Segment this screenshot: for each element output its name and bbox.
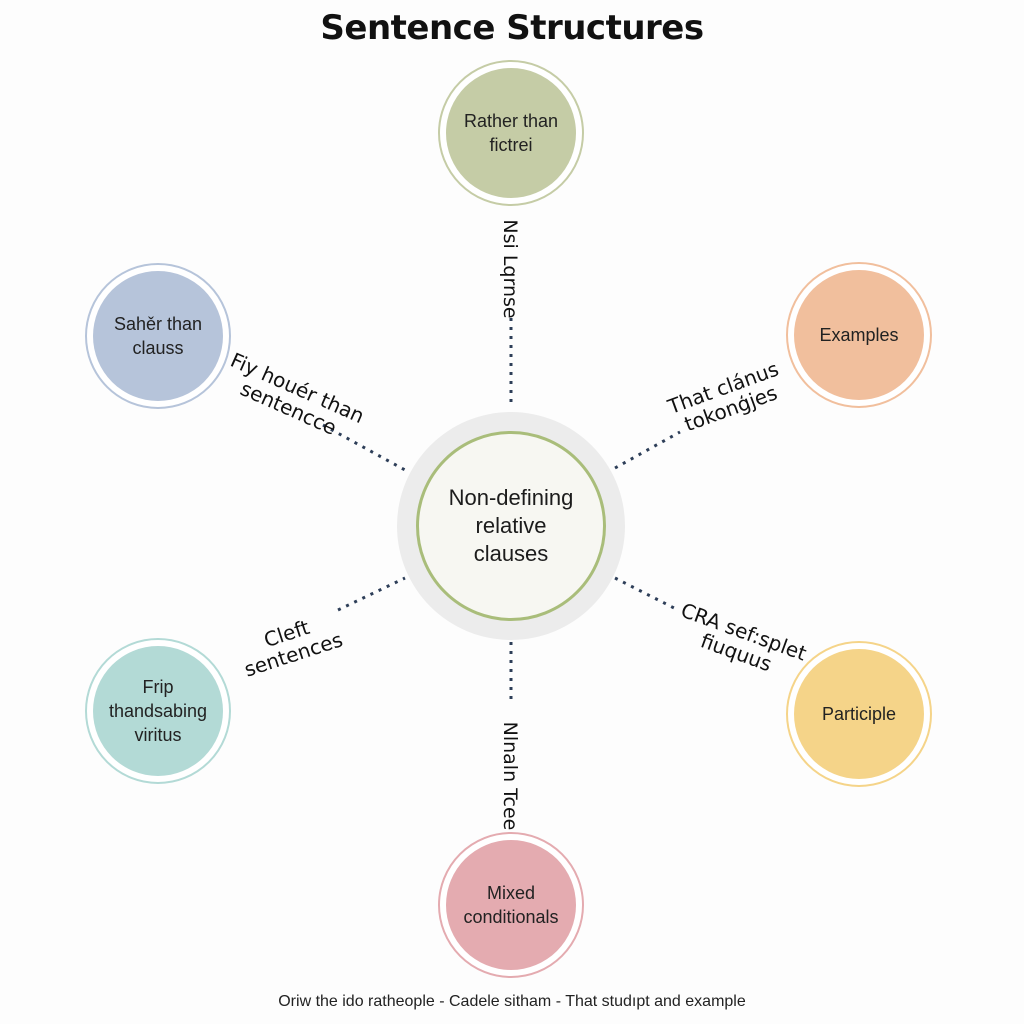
footer-caption: Oriw the ido ratheople - Cadele sitham -… [278, 993, 746, 1010]
node-lower-left-label: Frip thandsabing viritus [108, 677, 208, 745]
node-bottom-label: Mixed conditionals [463, 883, 559, 927]
node-upper-left[interactable]: Sahěr than clauss [85, 263, 231, 409]
node-upper-right-circle: Examples [794, 270, 924, 400]
node-lower-right-label: Participle [821, 704, 897, 724]
center-node[interactable]: Non-defining relative clauses [416, 431, 606, 621]
connector-line-lower-right [614, 576, 679, 612]
node-bottom-circle: Mixed conditionals [446, 840, 576, 970]
diagram-title: Sentence Structures [320, 8, 704, 48]
node-upper-left-label: Sahěr than clauss [113, 314, 203, 358]
node-bottom[interactable]: Mixed conditionals [438, 832, 584, 978]
node-upper-right-label: Examples [819, 325, 899, 345]
connector-line-upper-right [614, 430, 681, 470]
node-top[interactable]: Rather than fictrei [438, 60, 584, 206]
node-lower-left[interactable]: Frip thandsabing viritus [85, 638, 231, 784]
connector-label-bottom: Nlnaln Tcee [499, 721, 521, 831]
connector-line-lower-left [337, 576, 406, 612]
node-lower-right-circle: Participle [794, 649, 924, 779]
connector-label-top: Nsi Lqrnse [499, 219, 521, 319]
center-node-label: Non-defining relative clauses [448, 485, 574, 566]
node-lower-left-circle: Frip thandsabing viritus [93, 646, 223, 776]
node-lower-right[interactable]: Participle [786, 641, 932, 787]
node-top-label: Rather than fictrei [463, 111, 559, 155]
node-top-circle: Rather than fictrei [446, 68, 576, 198]
node-upper-left-circle: Sahěr than clauss [93, 271, 223, 401]
node-upper-right[interactable]: Examples [786, 262, 932, 408]
connector-line-upper-left [322, 423, 406, 472]
